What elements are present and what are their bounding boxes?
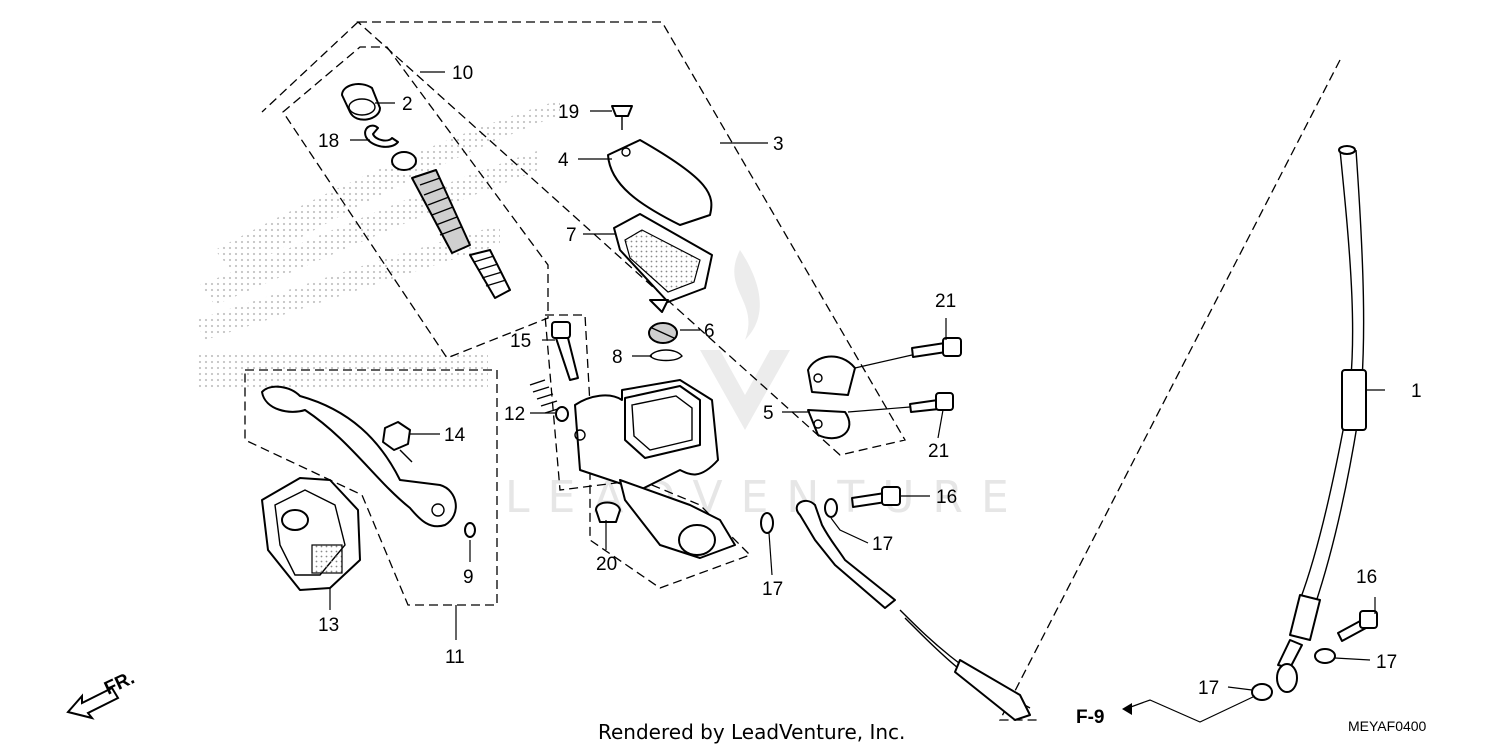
- callout-13: 13: [318, 615, 339, 636]
- part-13-lever-cover: [261, 477, 361, 591]
- callout-12: 12: [504, 404, 525, 425]
- part-7-diaphragm: [613, 213, 713, 313]
- part-17-washer-a: [824, 498, 838, 518]
- part-21-bolt-upper: [911, 337, 962, 358]
- callout-1: 1: [1411, 381, 1422, 402]
- frame-main: [544, 314, 752, 589]
- front-direction-indicator: FR.: [66, 668, 138, 720]
- callout-21-upper: 21: [935, 291, 956, 312]
- part-6-float: [648, 322, 678, 344]
- frame-10: [282, 46, 549, 359]
- callout-labels: 1 2 3 4 5 6 7 8 9 10 11 12 13 14 15 16 1…: [318, 63, 1422, 699]
- part-5-holder: [807, 355, 856, 440]
- callout-21-lower: 21: [928, 441, 949, 462]
- callout-10: 10: [452, 63, 473, 84]
- part-17-washer-c: [1314, 648, 1336, 664]
- reference-label: F-9: [1076, 707, 1105, 728]
- callout-11: 11: [445, 647, 465, 668]
- callout-4: 4: [558, 150, 569, 171]
- callout-17-c: 17: [1376, 652, 1397, 673]
- part-14-nut: [382, 421, 413, 463]
- part-17-washer-b: [760, 512, 774, 534]
- callout-14: 14: [444, 425, 466, 446]
- callout-5: 5: [763, 403, 774, 424]
- credit-text: Rendered by LeadVenture, Inc.: [598, 720, 905, 744]
- callout-17-d: 17: [1198, 678, 1219, 699]
- assembly-frames: [244, 21, 1341, 721]
- reference-f9: F-9: [1076, 703, 1132, 728]
- callout-9: 9: [463, 567, 474, 588]
- callout-17-a: 17: [872, 534, 893, 555]
- callout-2: 2: [402, 94, 413, 115]
- leader-lines: [329, 71, 1385, 723]
- part-20-cap: [595, 501, 621, 523]
- callout-18: 18: [318, 131, 339, 152]
- callout-3: 3: [773, 134, 784, 155]
- part-8-clip: [649, 349, 683, 362]
- front-arrow-icon: [66, 686, 120, 720]
- part-17-washer-d: [1251, 683, 1273, 701]
- part-16-bolt-lower: [1337, 610, 1378, 642]
- master-cylinder-body: [574, 379, 736, 559]
- brake-lever: [261, 385, 457, 528]
- part-16-bolt-upper: [851, 486, 901, 508]
- part-9-washer: [464, 522, 476, 538]
- part-1-brake-hose: [795, 145, 1367, 721]
- background-logo-watermark: LEADVENTURE: [195, 100, 1027, 523]
- callout-16-upper: 16: [936, 487, 957, 508]
- callout-17-b: 17: [762, 579, 783, 600]
- frame-11: [244, 369, 498, 606]
- part-12-spring: [529, 379, 569, 422]
- callout-7: 7: [566, 225, 577, 246]
- frame-3: [356, 21, 907, 456]
- watermark-text: LEADVENTURE: [505, 472, 1027, 523]
- callout-6: 6: [704, 321, 715, 342]
- part-21-bolt-lower: [909, 392, 954, 413]
- callout-19: 19: [558, 102, 579, 123]
- callout-16-lower: 16: [1356, 567, 1377, 588]
- diagram-code: MEYAF0400: [1348, 718, 1427, 734]
- part-10-piston-set: [341, 83, 511, 299]
- callout-15: 15: [510, 331, 531, 352]
- part-4-reservoir-cap: [607, 105, 713, 226]
- callout-20: 20: [596, 554, 617, 575]
- callout-8: 8: [612, 347, 623, 368]
- part-15-pivot-bolt: [551, 321, 579, 381]
